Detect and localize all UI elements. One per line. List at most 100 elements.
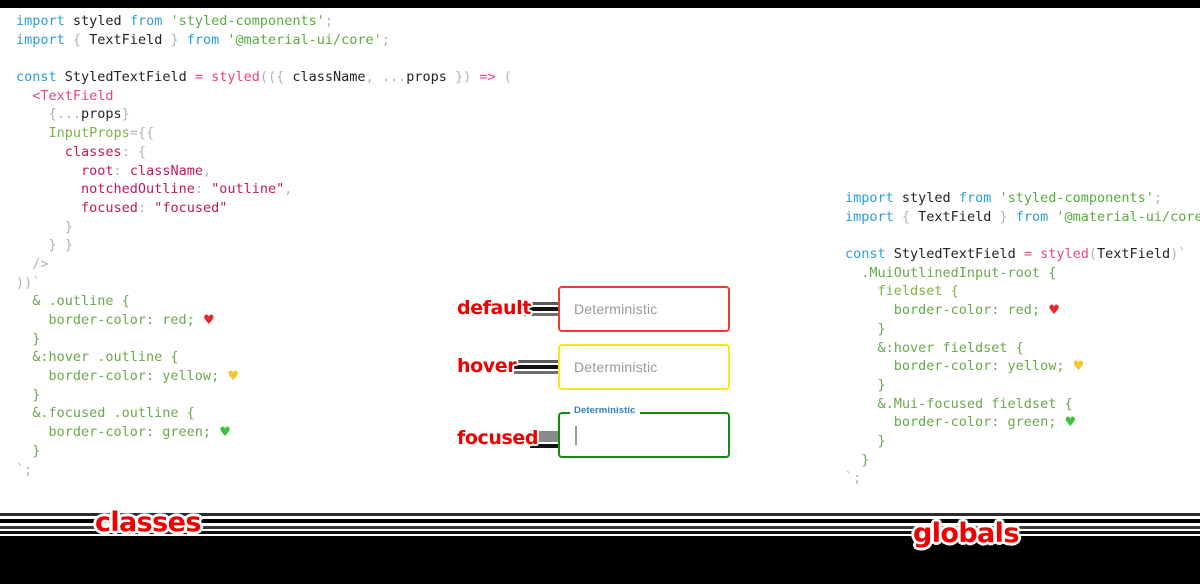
code-line: focused: "focused" <box>16 199 512 218</box>
code-token: } } <box>16 237 73 254</box>
code-token: styled <box>211 69 260 86</box>
code-token: : <box>113 162 130 179</box>
code-line: fieldset { <box>845 282 1200 301</box>
code-token: border-color: green; <box>16 424 220 441</box>
code-token: { <box>276 69 293 86</box>
bottom-streak-2 <box>0 519 1200 523</box>
code-token: StyledTextField <box>64 69 195 86</box>
code-line: `; <box>845 469 1200 488</box>
code-token: '@material-ui/core' <box>1056 208 1200 225</box>
code-line: notchedOutline: "outline", <box>16 180 512 199</box>
code-token: .MuiOutlinedInput-root { <box>845 264 1057 281</box>
code-token: ; <box>324 13 334 29</box>
code-token: import <box>16 13 73 29</box>
code-token: border-color: red; <box>16 312 203 328</box>
bottom-streak-1 <box>0 513 1200 516</box>
text-caret <box>575 426 577 445</box>
code-token <box>16 163 81 179</box>
code-token: props <box>81 106 122 123</box>
code-token: ... <box>381 69 407 86</box>
leader-line-hover <box>514 360 558 374</box>
code-token: from <box>958 190 1000 206</box>
bottom-label-classes: classes <box>95 507 201 538</box>
code-line: `; <box>16 461 512 480</box>
code-line: import { TextField } from '@material-ui/… <box>845 208 1200 227</box>
code-token: fieldset { <box>845 283 959 300</box>
code-token: const <box>16 69 65 86</box>
code-token: ={{ <box>129 125 155 142</box>
code-token: `; <box>845 470 862 487</box>
textfield-hover-placeholder: Deterministic <box>574 359 658 375</box>
code-token: className <box>292 69 366 86</box>
code-token: border-color: yellow; <box>16 368 228 385</box>
code-token: ... <box>56 106 82 123</box>
code-token: styled <box>72 13 130 29</box>
callout-focused: focused <box>457 427 539 449</box>
code-token: ))` <box>16 274 41 291</box>
code-token: < <box>16 87 41 104</box>
bottom-label-globals: globals <box>913 518 1019 549</box>
code-token: = <box>1023 246 1041 263</box>
code-token: : { <box>121 143 147 160</box>
code-token: } <box>162 31 187 48</box>
code-token: , <box>365 69 382 86</box>
code-line: &.focused .outline { <box>16 404 512 423</box>
code-token: border-color: green; <box>845 414 1065 431</box>
code-line: } <box>16 330 512 349</box>
code-line: } <box>845 451 1200 470</box>
code-token <box>16 125 49 141</box>
bottom-streak-3 <box>0 526 1200 529</box>
code-token: notchedOutline <box>81 181 195 198</box>
code-token: TextField <box>918 208 992 225</box>
heart-icon: ♥ <box>1048 303 1060 319</box>
code-token: } <box>16 330 41 347</box>
code-line: border-color: green; ♥ <box>16 423 512 442</box>
code-token: &.Mui-focused fieldset { <box>845 395 1073 412</box>
code-token: ( <box>503 69 512 86</box>
code-line: classes: { <box>16 143 512 162</box>
code-block-globals: import styled from 'styled-components';i… <box>845 189 1200 488</box>
code-token: => <box>479 69 504 86</box>
code-token: ( <box>1088 246 1098 263</box>
code-line: const StyledTextField = styled(({ classN… <box>16 68 512 87</box>
code-line <box>845 226 1200 245</box>
textfield-default[interactable]: Deterministic <box>558 286 730 332</box>
code-token: { <box>16 106 57 123</box>
code-token: from <box>186 31 228 48</box>
code-token: import <box>845 190 902 206</box>
code-line: .MuiOutlinedInput-root { <box>845 264 1200 283</box>
textfield-default-placeholder: Deterministic <box>574 301 658 317</box>
code-token <box>16 200 81 216</box>
code-token: from <box>1015 208 1057 225</box>
code-token: { <box>72 31 90 48</box>
code-line: const StyledTextField = styled(TextField… <box>845 245 1200 264</box>
callout-default: default <box>457 297 531 319</box>
code-token: , <box>284 181 293 198</box>
code-token: border-color: yellow; <box>845 358 1073 375</box>
bottom-black-bar <box>0 536 1200 584</box>
code-token: `; <box>16 461 33 478</box>
code-token: styled <box>901 190 959 206</box>
code-block-classes: import styled from 'styled-components';i… <box>16 12 512 479</box>
code-token: } <box>845 376 886 393</box>
code-line: {...props} <box>16 105 512 124</box>
heart-icon: ♥ <box>1072 359 1085 375</box>
code-token: StyledTextField <box>893 246 1024 263</box>
code-token: import <box>16 31 73 48</box>
code-token: props <box>406 69 447 86</box>
code-line: } } <box>16 236 512 255</box>
code-line: &:hover .outline { <box>16 348 512 367</box>
code-token: TextField <box>89 31 163 48</box>
code-token: classes <box>64 143 122 160</box>
code-token: } <box>16 218 73 235</box>
code-token: from <box>129 13 171 29</box>
code-token: /> <box>16 255 49 272</box>
code-token: TextField <box>40 87 114 104</box>
heart-icon: ♥ <box>227 369 239 385</box>
textfield-hover[interactable]: Deterministic <box>558 344 730 390</box>
code-line: border-color: red; ♥ <box>845 301 1200 320</box>
heart-icon: ♥ <box>202 313 215 328</box>
code-line: } <box>16 386 512 405</box>
textfield-focused[interactable]: Deterministic <box>558 406 730 458</box>
code-line: } <box>845 320 1200 339</box>
